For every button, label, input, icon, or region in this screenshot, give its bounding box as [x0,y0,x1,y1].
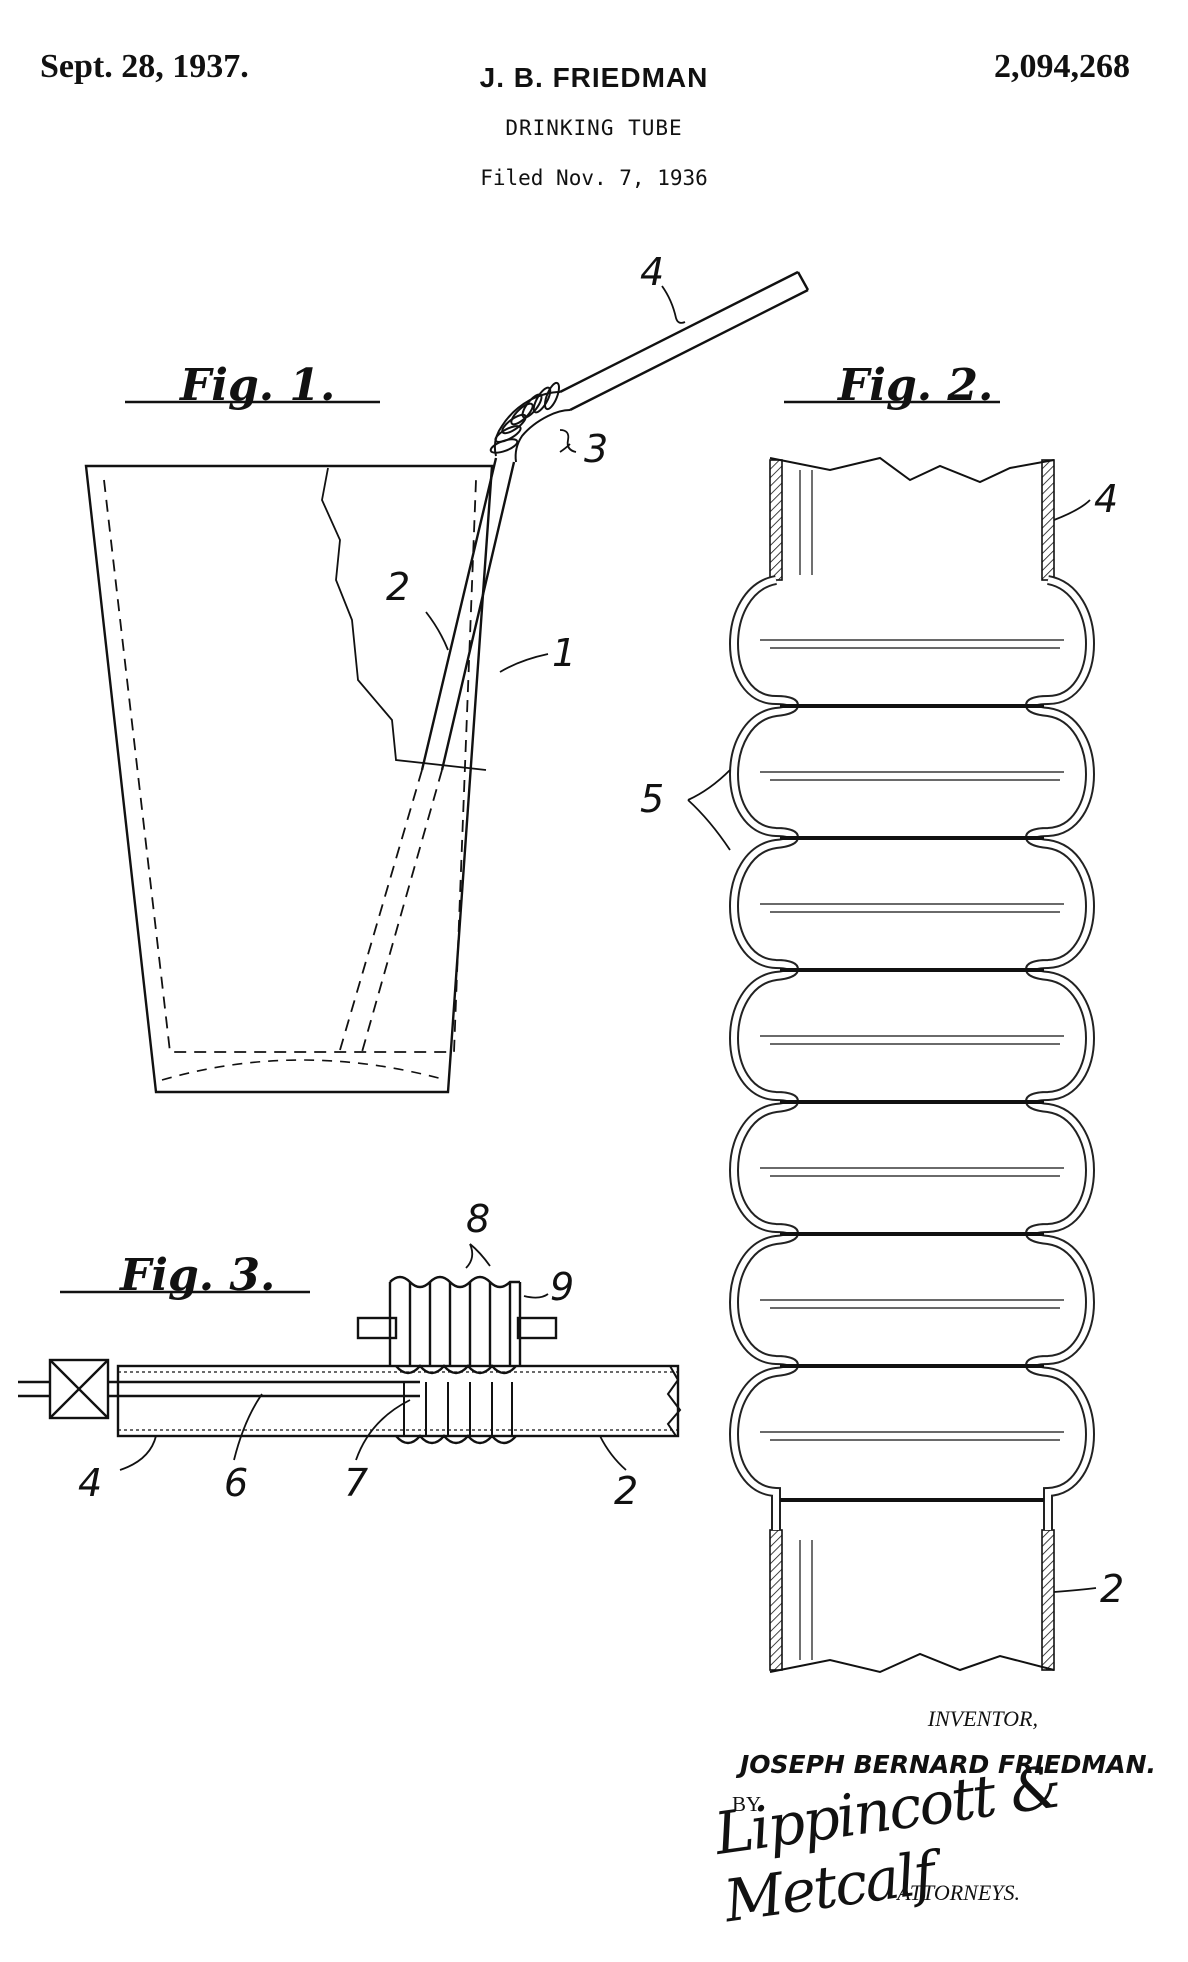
fig3-ref-6: 6 [224,1461,248,1505]
fig2-drawing: Fig. 2. [640,360,1124,1674]
fig2-label: Fig. 2. [836,360,993,411]
fig2-ref-5: 5 [640,777,664,821]
inventor-header: J. B. FRIEDMAN [479,62,709,93]
fig1-ref-2: 2 [386,565,410,609]
patent-date: Sept. 28, 1937. [40,48,249,85]
attorneys-label: ATTORNEYS. [897,1880,1020,1905]
inventor-label: INVENTOR, [927,1706,1038,1731]
fig2-ref-2: 2 [1100,1567,1124,1611]
fig1-ref-3: 3 [584,427,608,471]
fig3-drawing: Fig. 3. 8 9 4 [18,1197,682,1513]
inventor-full-name: JOSEPH BERNARD FRIEDMAN. [740,1750,1157,1779]
fig1-ref-1: 1 [552,631,576,675]
by-label: BY [732,1792,762,1816]
fig3-ref-7: 7 [344,1461,368,1505]
fig3-ref-9: 9 [550,1265,574,1309]
fig2-ref-4: 4 [1094,477,1118,521]
patent-number: 2,094,268 [994,48,1130,85]
fig1-label: Fig. 1. [178,360,335,411]
fig1-ref-4: 4 [640,250,664,294]
fig3-ref-8: 8 [466,1197,490,1241]
filed-date: Filed Nov. 7, 1936 [480,166,708,190]
fig3-ref-4: 4 [78,1461,102,1505]
fig3-ref-2: 2 [614,1469,638,1513]
patent-title: DRINKING TUBE [505,116,683,140]
fig1-drawing: Fig. 1. [84,250,810,1094]
fig3-label: Fig. 3. [118,1250,275,1301]
